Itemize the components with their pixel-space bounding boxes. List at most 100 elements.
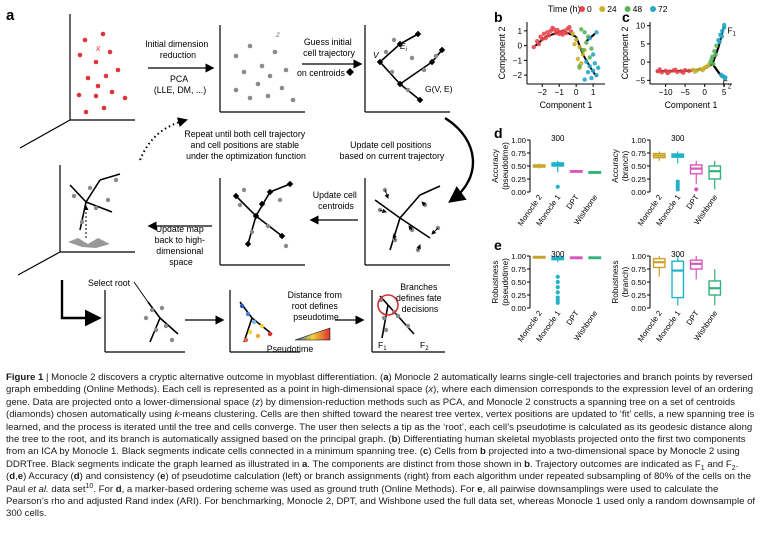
outlier xyxy=(675,179,680,184)
caption-segment: projected into a two-dimensional space b… xyxy=(6,446,740,470)
cell-point xyxy=(93,93,99,99)
data-point xyxy=(584,40,589,45)
x-axis-label: Component 1 xyxy=(540,100,593,110)
cell-point xyxy=(87,185,93,191)
data-point xyxy=(577,44,582,50)
repeat-label: Repeat until both cell trajectory and ce… xyxy=(184,129,307,161)
f2-main: F xyxy=(723,79,728,89)
n-300-label: 300 xyxy=(551,250,565,259)
tree-edge xyxy=(399,217,431,239)
outlier xyxy=(694,187,699,192)
y-tick-label: 0.50 xyxy=(511,162,526,171)
caption-segment: b xyxy=(524,458,531,470)
caption-segment: 1 xyxy=(700,464,705,472)
cell-point xyxy=(277,197,283,203)
legend-label: 72 xyxy=(658,4,668,14)
cell-point xyxy=(103,73,109,79)
outlier xyxy=(555,300,560,305)
cell-point xyxy=(391,37,397,43)
cell-point xyxy=(272,49,278,55)
y-label-line: Robustness xyxy=(611,260,620,303)
figure-caption: Figure 1 | Monocle 2 discovers a cryptic… xyxy=(6,372,761,521)
low-dim-axes-4 xyxy=(219,178,305,266)
cell-point xyxy=(395,313,401,319)
x-symbol: x xyxy=(95,43,101,53)
caption-segment: ) Monocle 2 automatically learns single-… xyxy=(6,372,753,396)
y-tick-label: 0.00 xyxy=(631,188,646,197)
tree-edge xyxy=(389,217,401,251)
ei-symbol: Ei xyxy=(400,41,408,53)
shift-arrow xyxy=(431,227,439,235)
caption-body: | Monocle 2 discovers a cryptic alternat… xyxy=(6,372,755,519)
cell-point xyxy=(421,67,427,73)
caption-title: Figure 1 xyxy=(6,372,44,383)
y-axis-label: Component 2 xyxy=(620,26,630,79)
legend-swatch xyxy=(579,6,585,12)
high-dim-axes xyxy=(19,14,135,149)
curved-arrow-right xyxy=(444,116,475,203)
shift-arrow xyxy=(416,244,421,251)
cell-point xyxy=(433,53,439,59)
tree-edge xyxy=(374,199,401,219)
outlier xyxy=(555,279,560,285)
cell-point xyxy=(265,93,271,99)
tree-edge xyxy=(85,201,113,213)
cell-point xyxy=(255,333,261,339)
data-point xyxy=(720,28,725,34)
x-tick-label: −1 xyxy=(555,88,565,97)
cell-point xyxy=(95,83,101,89)
y-tick-label: 0.50 xyxy=(631,278,646,287)
y-tick-label: 0.25 xyxy=(511,175,526,184)
cell-point xyxy=(245,311,251,317)
centroid-diamond xyxy=(266,188,274,196)
cell-point xyxy=(247,95,253,101)
x-tick-label: 1 xyxy=(591,88,596,97)
init-reduction-label: Initial dimension reduction xyxy=(145,39,211,60)
data-point xyxy=(704,64,709,69)
caption-segment: , xyxy=(15,471,18,483)
update-centroids-label: Update cell centroids xyxy=(313,190,359,211)
select-root-arrow xyxy=(60,280,102,327)
method-label: DPT xyxy=(685,309,701,327)
data-point xyxy=(673,67,678,72)
low-dim-axes-3 xyxy=(364,178,450,266)
caption-segment: e xyxy=(160,471,166,483)
y-label-line: Accuracy xyxy=(611,148,620,183)
y-tick-label: 0.00 xyxy=(631,304,646,313)
low-dim-cells-1 xyxy=(233,43,296,103)
data-point xyxy=(590,68,596,73)
cells-shifting-tree xyxy=(374,185,441,253)
shift-arrow xyxy=(408,225,413,231)
centroid-diamond xyxy=(252,212,260,220)
cell-point xyxy=(405,87,411,93)
y-tick-label: 0.75 xyxy=(511,265,526,274)
projected-shadow xyxy=(68,238,110,248)
low-dim-axes-7 xyxy=(371,290,445,353)
data-point xyxy=(573,37,579,42)
branch-point-circle xyxy=(377,294,399,316)
cell-point xyxy=(241,187,247,193)
shift-arrow xyxy=(379,208,387,213)
data-point xyxy=(557,31,562,37)
n-300-label: 300 xyxy=(671,134,685,143)
data-point xyxy=(596,65,601,70)
data-point xyxy=(582,77,587,82)
data-point xyxy=(589,75,594,81)
cell-point xyxy=(259,323,265,329)
data-point xyxy=(592,61,598,66)
y-label-line: Accuracy xyxy=(491,148,500,183)
legend-swatch xyxy=(599,6,606,12)
centroid-diamond xyxy=(414,30,422,38)
caption-segment: a xyxy=(301,458,308,470)
shift-arrow xyxy=(384,189,389,199)
x-tick-label: 0 xyxy=(574,88,579,97)
caption-segment: ) Differentiating human skeletal myoblas… xyxy=(6,434,746,458)
box-e-left: 1.000.750.500.250.00Robustness(pseudotim… xyxy=(491,250,602,344)
tree-edge xyxy=(379,43,401,63)
data-point xyxy=(550,25,555,31)
caption-segment: et al. xyxy=(27,483,49,495)
cell-point xyxy=(115,67,121,73)
cell-point xyxy=(85,75,91,81)
data-point xyxy=(567,24,572,30)
